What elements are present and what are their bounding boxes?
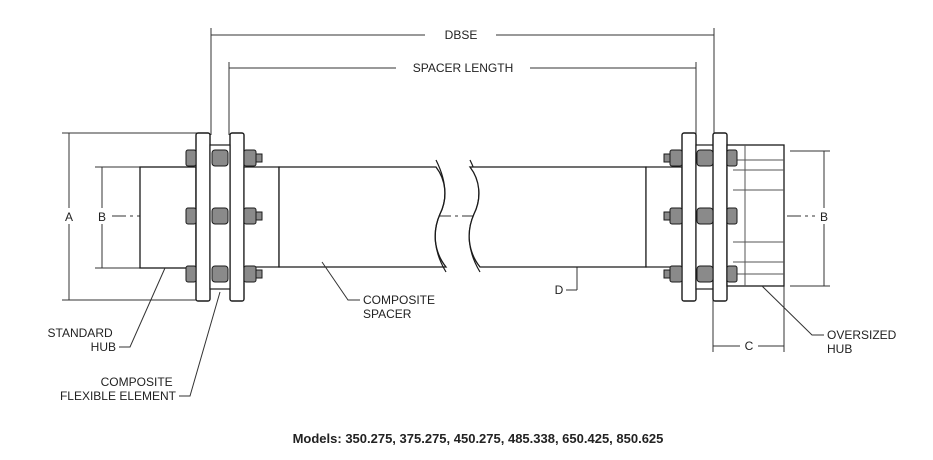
element-bushing-icon <box>696 149 714 167</box>
bolt-head-icon <box>185 149 197 167</box>
a-dimension <box>62 132 205 301</box>
b-right-label: B <box>820 210 828 224</box>
bolt-head-icon <box>726 207 738 225</box>
oversized-hub-line-1: OVERSIZED <box>827 328 897 342</box>
dbse-dimension <box>210 28 715 135</box>
nut-icon <box>243 207 257 225</box>
left-bolts <box>185 149 263 283</box>
standard-hub-label: STANDARD HUB <box>48 326 116 354</box>
c-label: C <box>745 339 754 353</box>
bolt-head-icon <box>726 265 738 283</box>
flexible-element-leader <box>179 291 221 397</box>
bolt-shank-icon <box>255 153 263 163</box>
element-bushing-icon <box>211 265 229 283</box>
flexible-element-line-1: COMPOSITE <box>101 375 173 389</box>
oversized-hub-leader <box>761 285 824 336</box>
nut-icon <box>243 149 257 167</box>
bolt-head-icon <box>185 207 197 225</box>
bolt-shank-icon <box>255 269 263 279</box>
c-dimension <box>712 286 785 352</box>
standard-hub-leader <box>119 267 166 348</box>
nut-icon <box>669 265 683 283</box>
right-bolts <box>663 149 738 283</box>
nut-icon <box>669 207 683 225</box>
standard-hub-line-1: STANDARD <box>48 326 113 340</box>
d-label: D <box>555 283 564 297</box>
nut-icon <box>243 265 257 283</box>
composite-spacer-line-1: COMPOSITE <box>363 293 435 307</box>
composite-spacer-leader <box>321 261 360 301</box>
element-bushing-icon <box>211 149 229 167</box>
bolt-shank-icon <box>663 153 671 163</box>
oversized-hub-label: OVERSIZED HUB <box>827 328 900 356</box>
b-right-dimension <box>790 150 830 287</box>
element-bushing-icon <box>696 207 714 225</box>
b-left-dimension <box>95 166 140 269</box>
dbse-label: DBSE <box>445 28 478 42</box>
left-hub-flange <box>195 132 211 302</box>
composite-spacer-right <box>468 166 647 268</box>
spacer-length-label: SPACER LENGTH <box>413 61 513 75</box>
nut-icon <box>669 149 683 167</box>
flexible-element-label: COMPOSITE FLEXIBLE ELEMENT <box>60 375 177 403</box>
oversized-hub-ribs <box>733 145 784 286</box>
element-bushing-icon <box>211 207 229 225</box>
composite-spacer-left <box>278 166 448 268</box>
right-spacer-flange <box>681 132 697 302</box>
right-hub-flange <box>712 132 728 302</box>
b-left-label: B <box>98 210 106 224</box>
bolt-head-icon <box>726 149 738 167</box>
element-bushing-icon <box>696 265 714 283</box>
bolt-shank-icon <box>255 211 263 221</box>
bolt-head-icon <box>185 265 197 283</box>
standard-hub-line-2: HUB <box>91 340 116 354</box>
bolt-shank-icon <box>663 269 671 279</box>
a-label: A <box>65 210 73 224</box>
break-line-left <box>434 159 447 273</box>
spacer-length-dimension <box>228 62 697 135</box>
flexible-element-line-2: FLEXIBLE ELEMENT <box>60 389 177 403</box>
models-caption: Models: 350.275, 375.275, 450.275, 485.3… <box>293 431 664 446</box>
composite-spacer-label: COMPOSITE SPACER <box>363 293 438 321</box>
left-spacer-flange <box>229 132 245 302</box>
bolt-shank-icon <box>663 211 671 221</box>
oversized-hub-line-2: HUB <box>827 342 852 356</box>
composite-spacer-line-2: SPACER <box>363 307 412 321</box>
